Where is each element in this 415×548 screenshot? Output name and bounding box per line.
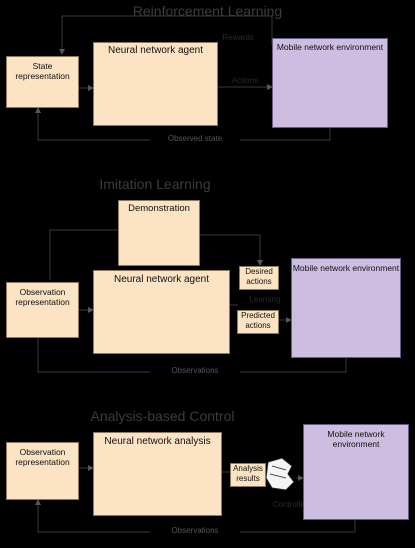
env-box-3: Mobile network environment [303,424,409,520]
env-box-2: Mobile network environment [291,258,401,358]
env-label-2: Mobile network environment [292,263,400,273]
observations-label-3: Observations [150,526,240,535]
demonstration-label: Demonstration [128,203,190,214]
agent-box-1: Neural network agent [93,42,218,126]
observation-representation-box-2: Observation representation [6,282,79,338]
agent-label-1: Neural network agent [107,45,204,56]
controller-label: Controller [272,500,308,509]
analysis-box-3: Neural network analysis [93,432,222,516]
section-title-il: Imitation Learning [99,176,211,192]
controller-hand-icon [265,457,295,491]
observation-representation-label-2: Observation representation [15,287,70,307]
analysis-results-box: Analysis results [230,463,266,487]
desired-actions-box: Desired actions [239,266,279,290]
section-title-rl: Reinforcement Learning [132,3,283,19]
rewards-arrow [59,15,273,55]
observation-representation-box-3: Observation representation [6,442,79,500]
env-box-1: Mobile network environment [272,38,388,128]
learning-label: Learning [249,295,281,304]
demo-to-state-line [49,229,118,280]
section-title-abc: Analysis-based Control [90,408,235,424]
analysis-label-3: Neural network analysis [104,436,211,447]
observations-label-2: Observations [150,366,240,375]
env-label-1: Mobile network environment [276,42,384,52]
actions-label: Actions [231,76,259,85]
demo-to-desired-arrow [200,234,263,266]
demonstration-box: Demonstration [118,200,200,266]
state-representation-label-1: State representation [15,61,70,81]
env-label-3: Mobile network environment [327,429,385,449]
predicted-actions-box: Predicted actions [237,310,279,334]
observation-representation-label-3: Observation representation [15,447,70,467]
agent-label-2: Neural network agent [113,274,210,285]
agent-box-2: Neural network agent [93,270,230,354]
rewards-label: Rewards [222,33,254,42]
observed-state-label: Observed state [150,134,240,143]
state-representation-box-1: State representation [6,56,79,108]
